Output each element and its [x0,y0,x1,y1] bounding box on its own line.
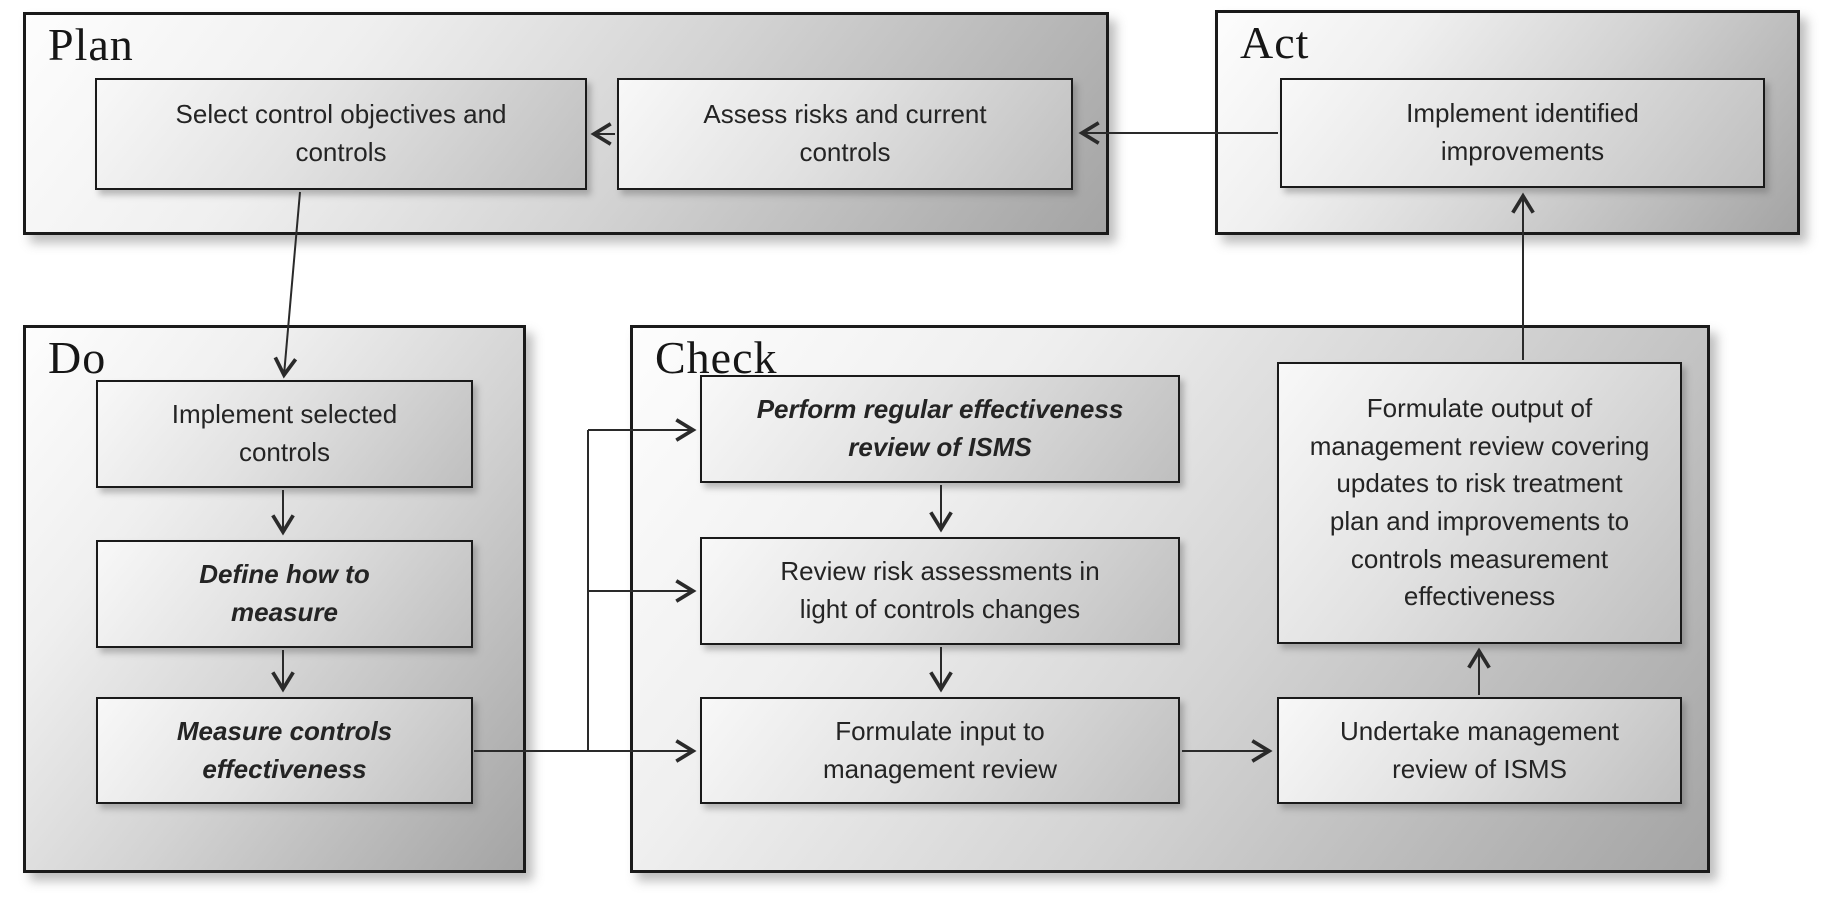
arrow-select-to-implement-selected [273,191,301,379]
group-plan-title: Plan [48,19,134,70]
group-act: Act Implement identified improvements [1215,10,1800,235]
group-plan: Plan Select control objectives and contr… [23,12,1109,235]
box-undertake-management-review: Undertake management review of ISMS [1277,697,1682,804]
group-check-title: Check [655,332,778,383]
box-select-control-objectives: Select control objectives and controls [95,78,587,190]
group-do: Do Implement selected controls Define ho… [23,325,526,873]
box-assess-risks: Assess risks and current controls [617,78,1073,190]
box-implement-improvements: Implement identified improvements [1280,78,1765,188]
box-measure-controls-effectiveness: Measure controls effectiveness [96,697,473,804]
box-formulate-output: Formulate output of management review co… [1277,362,1682,644]
group-do-title: Do [48,332,107,383]
box-implement-selected: Implement selected controls [96,380,473,488]
box-review-risk-assessments: Review risk assessments in light of cont… [700,537,1180,645]
box-define-how-to-measure: Define how to measure [96,540,473,648]
group-check: Check Perform regular effectiveness revi… [630,325,1710,873]
box-formulate-input: Formulate input to management review [700,697,1180,804]
group-act-title: Act [1240,17,1310,68]
box-perform-effectiveness-review: Perform regular effectiveness review of … [700,375,1180,483]
